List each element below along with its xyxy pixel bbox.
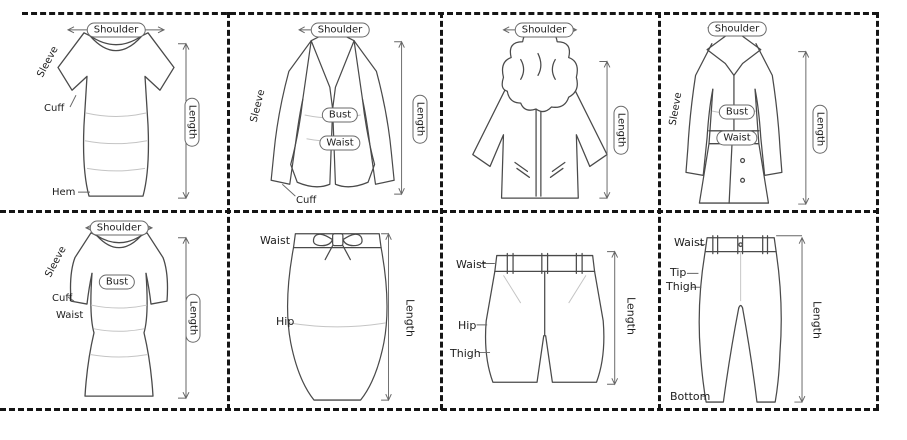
label-length: Length	[624, 297, 638, 335]
panel-shorts: Waist Hip Thigh Length	[444, 212, 655, 408]
label-waist: Waist	[716, 130, 758, 146]
skirt-drawing	[286, 232, 392, 402]
label-shoulder: Shoulder	[514, 22, 574, 38]
label-length: Length	[412, 94, 428, 144]
shorts-garment	[484, 252, 605, 383]
label-bottom: Bottom	[670, 390, 711, 403]
panel-long-coat: Shoulder Sleeve Bust Waist Length	[662, 14, 873, 210]
panel-tshirt: Shoulder Sleeve Cuff Hem Length	[4, 14, 224, 210]
label-cuff: Cuff	[52, 293, 73, 304]
label-shoulder: Shoulder	[86, 22, 146, 38]
dress-dimension-lines	[67, 224, 190, 400]
label-length: Length	[403, 299, 417, 337]
label-thigh: Thigh	[450, 347, 481, 360]
skirt-dimension-lines	[381, 232, 392, 402]
label-hip: Hip	[276, 315, 295, 328]
panel-dress: Shoulder Sleeve Bust Cuff Waist Length	[4, 212, 224, 408]
label-waist: Waist	[319, 135, 361, 151]
label-bust: Bust	[98, 274, 136, 290]
label-shoulder: Shoulder	[89, 220, 149, 236]
dress-garment	[69, 232, 169, 397]
label-waist: Waist	[56, 310, 84, 321]
pants-dimension-lines	[686, 235, 806, 404]
panel-skirt: Waist Hip Length	[232, 212, 437, 408]
grid-line-bottom	[0, 408, 879, 411]
grid-line-v2	[440, 12, 443, 410]
label-length: Length	[613, 105, 629, 155]
fur-coat-garment	[472, 28, 608, 199]
label-waist: Waist	[260, 234, 291, 247]
grid-line-top	[22, 12, 878, 15]
tshirt-garment	[57, 32, 175, 197]
skirt-garment	[286, 233, 388, 401]
fur-coat-drawing	[472, 26, 611, 200]
coat-drawing	[685, 24, 810, 206]
pants-drawing	[686, 235, 806, 404]
label-hip: Hip	[458, 319, 477, 332]
label-length: Length	[185, 293, 201, 343]
label-cuff: Cuff	[44, 103, 65, 114]
pants-garment	[698, 235, 782, 403]
shorts-dimension-lines	[476, 250, 619, 386]
dress-drawing	[67, 224, 190, 400]
label-thigh: Thigh	[666, 280, 697, 293]
label-tip: Tip	[670, 266, 687, 279]
label-bust: Bust	[718, 104, 756, 120]
label-shoulder: Shoulder	[707, 21, 767, 37]
label-waist: Waist	[674, 236, 705, 249]
label-length: Length	[810, 301, 824, 339]
panel-blazer: Shoulder Sleeve Bust Waist Cuff Length	[232, 14, 437, 210]
grid-line-v3	[658, 12, 661, 410]
label-waist: Waist	[456, 258, 487, 271]
grid-line-v1	[227, 12, 230, 410]
label-length: Length	[812, 104, 828, 154]
coat-garment	[685, 28, 783, 204]
grid-line-middle	[0, 210, 879, 213]
label-length: Length	[184, 97, 200, 147]
shorts-drawing	[476, 250, 619, 386]
label-bust: Bust	[321, 107, 359, 123]
grid-line-v4	[876, 12, 879, 410]
label-cuff: Cuff	[296, 195, 317, 206]
panel-fur-coat: Shoulder Length	[444, 14, 655, 210]
label-hem: Hem	[52, 187, 76, 198]
panel-pants: Waist Tip Thigh Bottom Length	[662, 212, 873, 408]
tshirt-dimension-lines	[66, 26, 190, 200]
label-shoulder: Shoulder	[310, 22, 370, 38]
